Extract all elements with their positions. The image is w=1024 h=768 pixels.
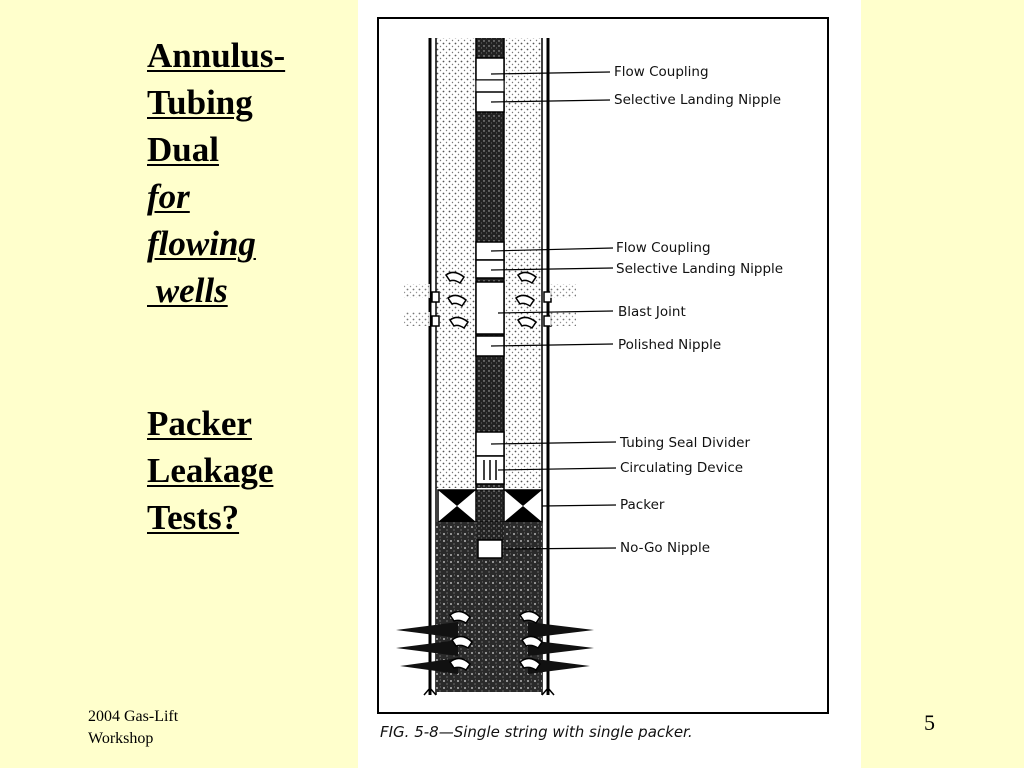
diagram-panel: Flow Coupling Selective Landing Nipple F…: [358, 0, 861, 768]
annulus-left: [436, 38, 476, 488]
figure-frame: [377, 17, 829, 714]
title-line-for: for: [147, 177, 190, 216]
title-line-packer: Packer: [147, 404, 252, 443]
page-number: 5: [924, 710, 935, 735]
label-flow-coupling-upper: Flow Coupling: [614, 64, 709, 80]
lower-perforations: [396, 622, 594, 674]
label-tubing-seal-divider: Tubing Seal Divider: [619, 435, 750, 451]
annulus-right: [504, 38, 542, 488]
blast-joint: [475, 281, 505, 335]
title-line-tests: Tests?: [147, 498, 240, 537]
footer-line-2: Workshop: [88, 730, 154, 747]
footer-workshop: 2004 Gas-Lift Workshop: [88, 706, 248, 750]
label-blast-joint: Blast Joint: [618, 304, 686, 320]
label-polished-nipple: Polished Nipple: [618, 337, 721, 353]
label-packer: Packer: [620, 497, 665, 513]
label-flow-coupling-middle: Flow Coupling: [616, 240, 711, 256]
title-line-annulus: Annulus-: [147, 36, 286, 75]
label-circulating-device: Circulating Device: [620, 460, 743, 476]
title-line-flowing: flowing: [147, 224, 256, 263]
title-line-tubing: Tubing: [147, 83, 253, 122]
leader-lines: [490, 71, 617, 550]
title-line-wells: wells: [147, 271, 228, 310]
flow-coupling-upper: [475, 57, 505, 81]
slide-title: Annulus- Tubing Dual for flowing wells P…: [147, 32, 347, 541]
well-diagram: Flow Coupling Selective Landing Nipple F…: [377, 17, 829, 741]
landing-nipple-middle: [475, 259, 505, 279]
label-landing-nipple-upper: Selective Landing Nipple: [614, 92, 781, 108]
label-no-go-nipple: No-Go Nipple: [620, 540, 710, 556]
title-line-dual: Dual: [147, 130, 219, 169]
footer-line-1: 2004 Gas-Lift: [88, 708, 179, 725]
figure-caption: FIG. 5-8—Single string with single packe…: [380, 723, 693, 741]
no-go-nipple: [477, 539, 503, 559]
label-landing-nipple-middle: Selective Landing Nipple: [616, 261, 783, 277]
upper-perforations: [431, 271, 552, 330]
title-line-leakage: Leakage: [147, 451, 274, 490]
